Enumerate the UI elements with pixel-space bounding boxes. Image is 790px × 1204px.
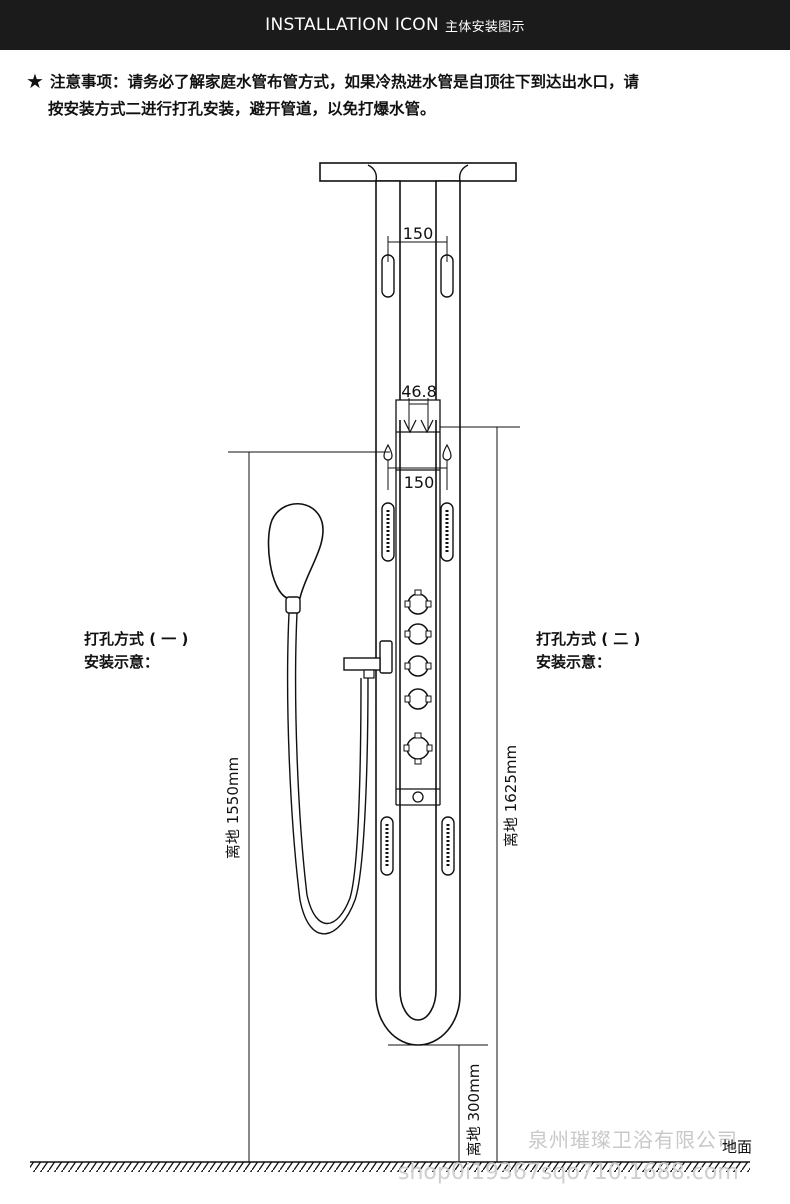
panel-shoulder-left <box>367 164 378 182</box>
control-knob-2 <box>404 623 432 645</box>
watermark-shop: shop0i19367sqo710.1688.com <box>398 1160 739 1185</box>
control-knob-3 <box>404 655 432 677</box>
panel-top-neck <box>395 399 441 420</box>
body-jet-lower-left <box>380 816 394 876</box>
shower-panel-body <box>375 180 461 1046</box>
star-icon: ★ <box>26 69 44 93</box>
method-two-subtitle: 安装示意： <box>536 653 612 671</box>
inlet-notch <box>403 419 434 434</box>
body-jet-lower-right <box>441 816 455 876</box>
control-knob-4 <box>404 688 432 710</box>
body-jet-upper-right <box>440 502 454 562</box>
hand-shower-head <box>267 502 324 614</box>
panel-button <box>412 791 424 803</box>
notice-line-1: 注意事项：请务必了解家庭水管布管方式，如果冷热进水管是自顶往下到达出水口，请 <box>49 73 639 91</box>
header-title-cn: 主体安装图示 <box>445 19 525 35</box>
method-one-title: 打孔方式 ( 一 ) <box>84 630 189 648</box>
top-crossbar <box>319 162 517 182</box>
header-bar: INSTALLATION ICON 主体安装图示 <box>0 0 790 50</box>
ground-label: 地面 <box>722 1138 753 1156</box>
dim-inlet-gap: 46.8 <box>401 382 437 401</box>
dim-inlet-width: 150 <box>404 473 435 492</box>
panel-shoulder-right <box>458 164 469 182</box>
shower-hose <box>286 612 369 935</box>
dim-top-width: 150 <box>403 224 434 243</box>
height-label-300: 离地 300mm <box>465 1064 483 1157</box>
method-two-label: 打孔方式 ( 二 ) 安装示意： <box>536 628 640 674</box>
method-two-title: 打孔方式 ( 二 ) <box>536 630 641 648</box>
notice-line-2: 按安装方式二进行打孔安装，避开管道，以免打爆水管。 <box>48 100 436 118</box>
header-title-en: INSTALLATION ICON <box>265 15 440 35</box>
shower-hose-inner <box>294 612 362 925</box>
control-knob-5 <box>403 732 433 765</box>
hand-shower-holder <box>343 640 393 679</box>
watermark-company: 泉州璀璨卫浴有限公司 <box>528 1128 738 1152</box>
installation-notice: ★注意事项：请务必了解家庭水管布管方式，如果冷热进水管是自顶往下到达出水口，请 … <box>26 68 771 123</box>
height-label-1550: 离地 1550mm <box>224 757 242 859</box>
control-knob-1 <box>404 589 432 615</box>
method-one-subtitle: 安装示意： <box>84 653 160 671</box>
height-label-1625: 离地 1625mm <box>502 745 520 847</box>
body-jet-upper-left <box>381 502 395 562</box>
ground-hatch <box>30 1162 750 1172</box>
method-one-label: 打孔方式 ( 一 ) 安装示意： <box>84 628 188 674</box>
